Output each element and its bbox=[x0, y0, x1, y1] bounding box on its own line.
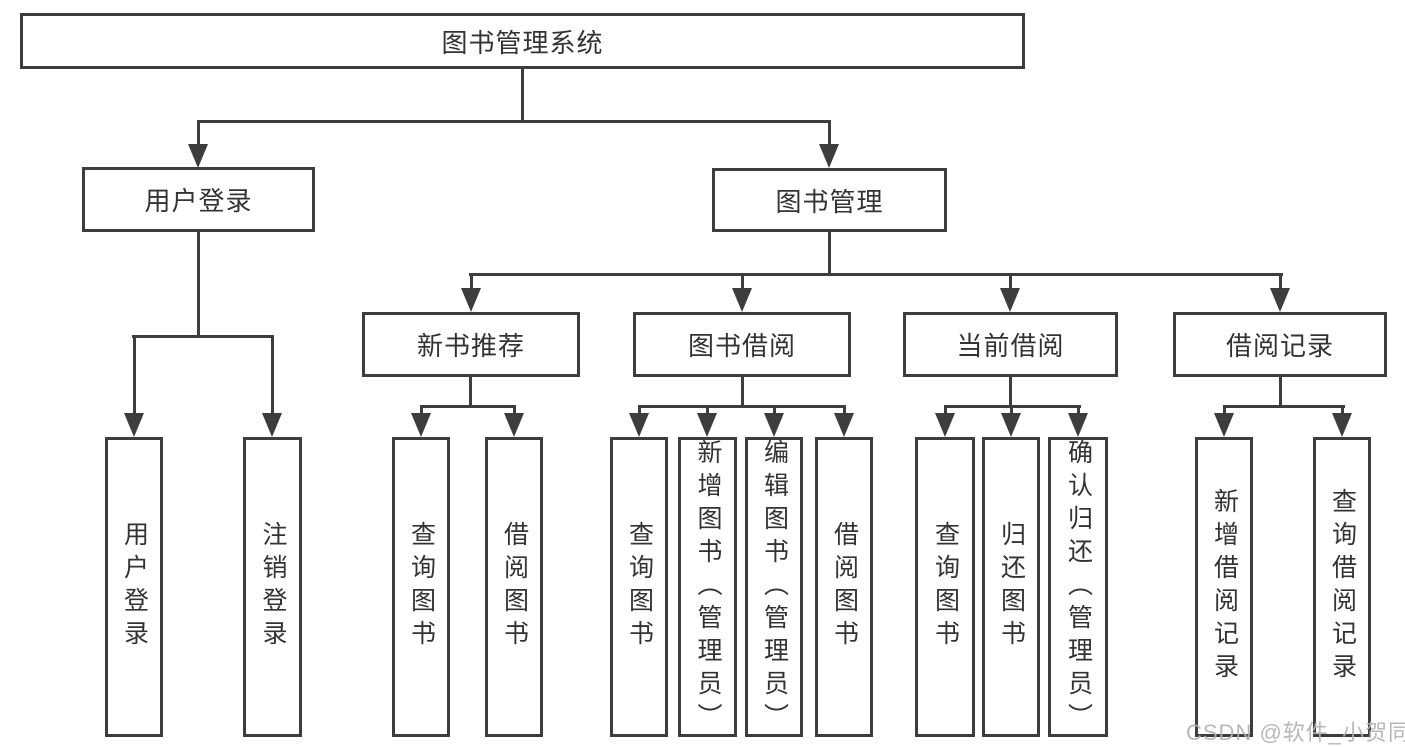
arrowhead-down-icon bbox=[1270, 288, 1290, 312]
leaf-current-confirm-return: 确认归还（管理员） bbox=[1048, 437, 1108, 737]
connector-currentborrow-stem bbox=[1009, 377, 1012, 405]
connector-bookmgmt-rail bbox=[469, 273, 1283, 276]
arrowhead-down-icon bbox=[411, 413, 431, 437]
node-borrow-records-label: 借阅记录 bbox=[1225, 331, 1334, 361]
connector-records-drop-2 bbox=[1341, 405, 1344, 413]
arrowhead-down-icon bbox=[629, 413, 649, 437]
leaf-bookborrow-add: 新增图书（管理员） bbox=[678, 437, 737, 737]
connector-bookmgmt-drop-4 bbox=[1279, 273, 1282, 288]
connector-newbooks-rail bbox=[420, 405, 516, 408]
arrowhead-down-icon bbox=[732, 288, 752, 312]
leaf-bookborrow-edit: 编辑图书（管理员） bbox=[745, 437, 803, 737]
node-root: 图书管理系统 bbox=[20, 13, 1025, 69]
leaf-newbooks-borrow-label: 借阅图书 bbox=[500, 521, 529, 653]
connector-userlogin-stem bbox=[197, 232, 200, 335]
connector-bookmgmt-drop-2 bbox=[741, 273, 744, 288]
connector-bookborrow-drop-1 bbox=[638, 405, 641, 413]
connector-records-rail bbox=[1223, 405, 1345, 408]
node-current-borrow: 当前借阅 bbox=[903, 312, 1118, 377]
node-book-management: 图书管理 bbox=[712, 168, 947, 232]
leaf-records-add-label: 新增借阅记录 bbox=[1210, 488, 1239, 686]
arrowhead-down-icon bbox=[262, 413, 282, 437]
connector-currentborrow-drop-2 bbox=[1010, 405, 1013, 413]
connector-bookmgmt-drop-1 bbox=[470, 273, 473, 288]
leaf-records-query: 查询借阅记录 bbox=[1313, 437, 1371, 737]
connector-userlogin-drop-2 bbox=[271, 335, 274, 413]
leaf-bookborrow-borrow: 借阅图书 bbox=[815, 437, 873, 737]
connector-bookmgmt-drop-3 bbox=[1009, 273, 1012, 288]
leaf-newbooks-query-label: 查询图书 bbox=[407, 521, 436, 653]
csdn-watermark: CSDN @软件_小贺同学 bbox=[1186, 720, 1405, 745]
connector-newbooks-drop-2 bbox=[513, 405, 516, 413]
connector-bookborrow-drop-2 bbox=[706, 405, 709, 413]
connector-root-stem bbox=[521, 69, 524, 120]
connector-userlogin-rail bbox=[132, 335, 274, 338]
node-book-management-label: 图书管理 bbox=[775, 186, 884, 217]
leaf-records-add: 新增借阅记录 bbox=[1195, 437, 1253, 737]
arrowhead-down-icon bbox=[834, 413, 854, 437]
leaf-bookborrow-query: 查询图书 bbox=[610, 437, 668, 737]
connector-userlogin-drop-1 bbox=[133, 335, 136, 413]
arrowhead-down-icon bbox=[1214, 413, 1234, 437]
arrowhead-down-icon bbox=[935, 413, 955, 437]
arrowhead-down-icon bbox=[124, 413, 144, 437]
connector-records-drop-1 bbox=[1223, 405, 1226, 413]
leaf-logout-label: 注销登录 bbox=[259, 521, 287, 653]
leaf-bookborrow-borrow-label: 借阅图书 bbox=[830, 521, 859, 653]
connector-bookmgmt-stem bbox=[828, 232, 831, 273]
connector-root-drop-right bbox=[828, 120, 831, 144]
arrowhead-down-icon bbox=[1001, 413, 1021, 437]
node-new-book-recommend-label: 新书推荐 bbox=[416, 331, 525, 361]
leaf-current-confirm-return-label: 确认归还（管理员） bbox=[1064, 438, 1093, 736]
node-book-borrow-label: 图书借阅 bbox=[687, 331, 796, 361]
node-book-borrow: 图书借阅 bbox=[633, 312, 851, 377]
arrowhead-down-icon bbox=[504, 413, 524, 437]
arrowhead-down-icon bbox=[697, 413, 717, 437]
node-current-borrow-label: 当前借阅 bbox=[956, 331, 1065, 361]
leaf-current-query: 查询图书 bbox=[915, 437, 975, 737]
leaf-user-login-label: 用户登录 bbox=[120, 521, 149, 653]
arrowhead-down-icon bbox=[1000, 288, 1020, 312]
arrowhead-down-icon bbox=[461, 288, 481, 312]
connector-records-stem bbox=[1279, 377, 1282, 405]
leaf-current-return: 归还图书 bbox=[982, 437, 1040, 737]
leaf-bookborrow-add-label: 新增图书（管理员） bbox=[694, 438, 722, 736]
leaf-newbooks-borrow: 借阅图书 bbox=[485, 437, 543, 737]
node-user-login: 用户登录 bbox=[82, 167, 315, 232]
arrowhead-down-icon bbox=[1332, 413, 1352, 437]
leaf-user-login: 用户登录 bbox=[105, 437, 163, 737]
connector-currentborrow-drop-3 bbox=[1077, 405, 1080, 413]
connector-root-rail bbox=[197, 120, 831, 123]
arrowhead-down-icon bbox=[819, 144, 839, 168]
connector-currentborrow-drop-1 bbox=[944, 405, 947, 413]
leaf-current-return-label: 归还图书 bbox=[997, 521, 1026, 653]
connector-newbooks-stem bbox=[469, 377, 472, 405]
leaf-bookborrow-query-label: 查询图书 bbox=[625, 521, 654, 653]
node-root-label: 图书管理系统 bbox=[441, 27, 604, 58]
connector-bookborrow-rail bbox=[638, 405, 846, 408]
node-new-book-recommend: 新书推荐 bbox=[362, 312, 580, 377]
arrowhead-down-icon bbox=[188, 144, 208, 168]
leaf-records-query-label: 查询借阅记录 bbox=[1328, 488, 1357, 686]
connector-bookborrow-drop-4 bbox=[843, 405, 846, 413]
connector-bookborrow-drop-3 bbox=[773, 405, 776, 413]
connector-root-drop-left bbox=[197, 120, 200, 144]
leaf-bookborrow-edit-label: 编辑图书（管理员） bbox=[760, 438, 789, 736]
connector-bookborrow-stem bbox=[741, 377, 744, 405]
node-borrow-records: 借阅记录 bbox=[1173, 312, 1387, 377]
leaf-newbooks-query: 查询图书 bbox=[392, 437, 450, 737]
leaf-current-query-label: 查询图书 bbox=[931, 521, 960, 653]
node-user-login-label: 用户登录 bbox=[144, 186, 253, 216]
arrowhead-down-icon bbox=[764, 413, 784, 437]
arrowhead-down-icon bbox=[1068, 413, 1088, 437]
connector-newbooks-drop-1 bbox=[420, 405, 423, 413]
leaf-logout: 注销登录 bbox=[243, 437, 302, 737]
